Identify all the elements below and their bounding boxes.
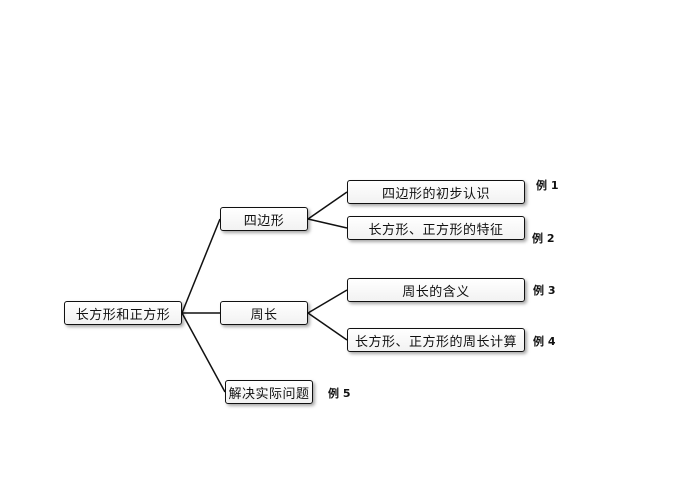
leaf-node-perimeter-meaning: 周长的含义 — [347, 278, 525, 302]
branch-node-practical-problems: 解决实际问题 — [225, 380, 313, 404]
branch-node-perimeter: 周长 — [220, 301, 308, 325]
connector-perimeter-leaf3 — [307, 289, 348, 314]
connector-quadrilateral-leaf1 — [307, 191, 348, 220]
connector-quadrilateral-leaf2 — [307, 218, 348, 229]
leaf-node-perimeter-calculation: 长方形、正方形的周长计算 — [347, 328, 525, 352]
root-node: 长方形和正方形 — [64, 301, 182, 325]
connector-root-problems — [181, 312, 226, 393]
example-tag-5: 例 5 — [328, 387, 351, 400]
connector-perimeter-leaf4 — [307, 312, 348, 341]
branch-node-quadrilateral: 四边形 — [220, 207, 308, 231]
example-tag-3: 例 3 — [533, 284, 556, 297]
example-tag-2: 例 2 — [532, 232, 555, 245]
leaf-node-features: 长方形、正方形的特征 — [347, 216, 525, 240]
example-tag-1: 例 1 — [536, 179, 559, 192]
leaf-node-quadrilateral-intro: 四边形的初步认识 — [347, 180, 525, 204]
example-tag-4: 例 4 — [533, 335, 556, 348]
connector-root-quadrilateral — [181, 218, 221, 314]
